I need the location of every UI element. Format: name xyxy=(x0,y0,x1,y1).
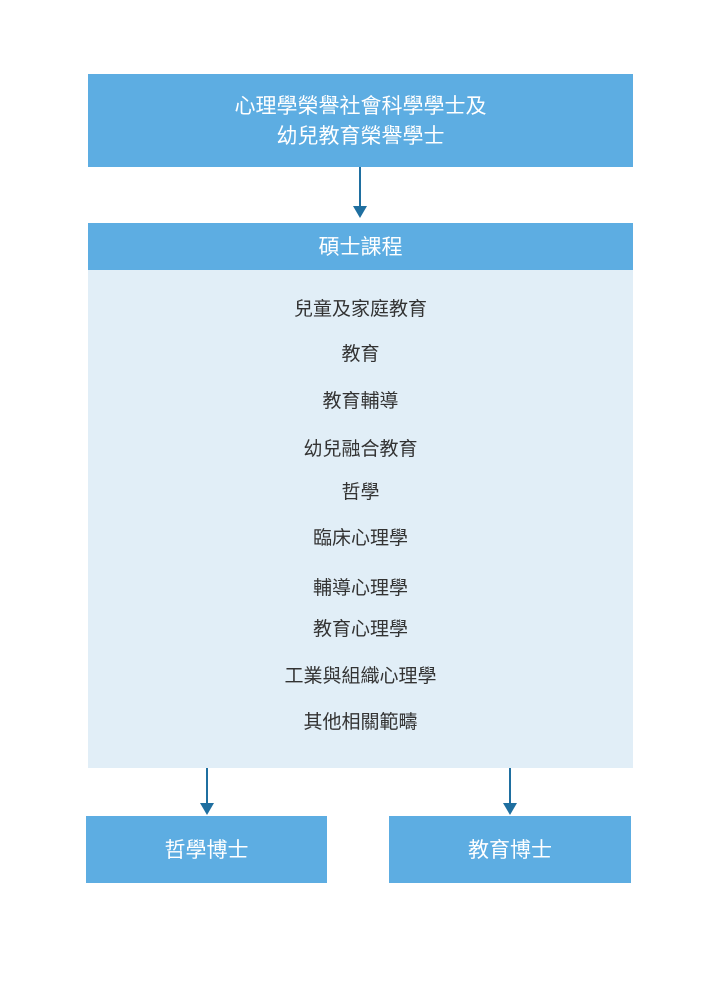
program-item: 其他相關範疇 xyxy=(303,711,418,733)
program-item: 教育 xyxy=(341,343,380,365)
bachelor-degree-box: 心理學榮譽社會科學學士及 幼兒教育榮譽學士 xyxy=(88,74,633,167)
phd-label: 哲學博士 xyxy=(164,837,249,862)
program-item: 教育心理學 xyxy=(312,618,408,640)
phd-box: 哲學博士 xyxy=(86,816,327,883)
bachelor-line-2: 幼兒教育榮譽學士 xyxy=(276,123,445,148)
arrow-down-icon xyxy=(353,167,367,218)
bachelor-line-1: 心理學榮譽社會科學學士及 xyxy=(234,93,487,118)
program-item: 兒童及家庭教育 xyxy=(293,298,427,320)
arrow-down-icon xyxy=(200,768,214,815)
edd-label: 教育博士 xyxy=(468,837,552,862)
arrow-down-icon xyxy=(503,768,517,815)
program-item: 臨床心理學 xyxy=(312,527,408,549)
masters-header: 碩士課程 xyxy=(88,223,633,270)
program-item: 輔導心理學 xyxy=(312,577,408,599)
program-item: 工業與組織心理學 xyxy=(284,665,437,687)
program-item: 教育輔導 xyxy=(322,390,399,412)
edd-box: 教育博士 xyxy=(389,816,631,883)
masters-programs-panel: 兒童及家庭教育 教育 教育輔導 幼兒融合教育 哲學 臨床心理學 輔導心理學 教育… xyxy=(88,270,633,768)
program-item: 幼兒融合教育 xyxy=(303,438,418,460)
masters-title: 碩士課程 xyxy=(318,234,403,259)
program-item: 哲學 xyxy=(341,481,380,503)
